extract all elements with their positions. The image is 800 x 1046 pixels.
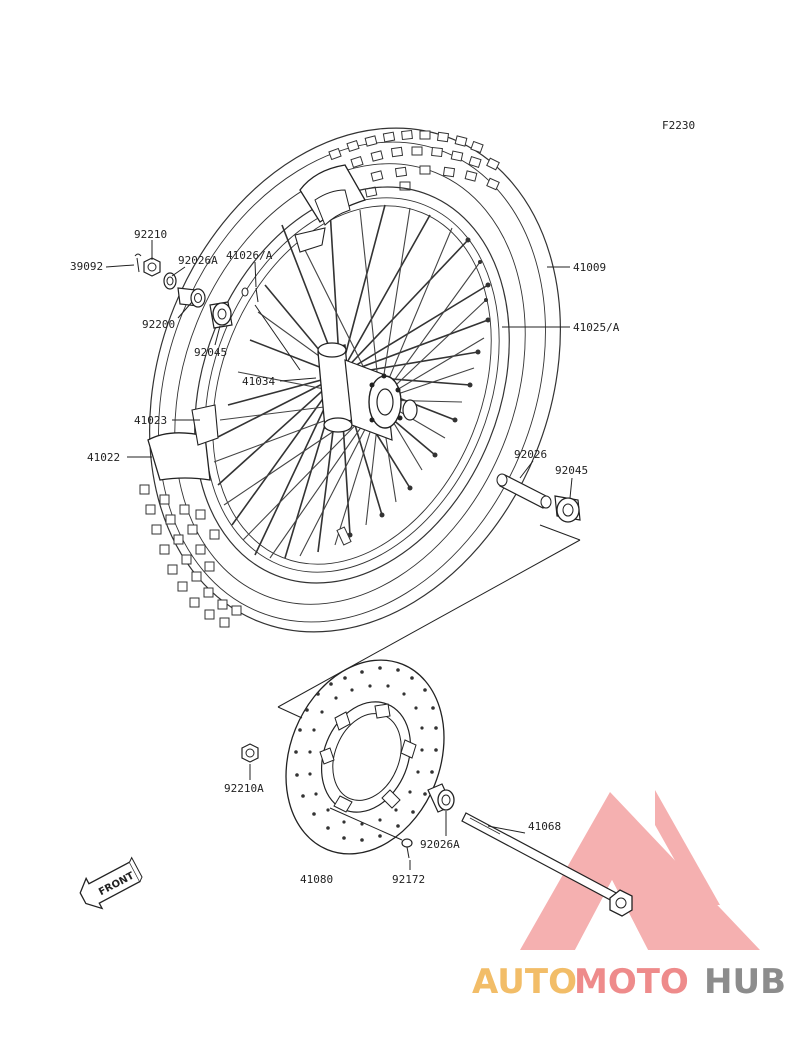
watermark-moto: MOTO: [574, 962, 689, 1002]
label-41080: 41080: [300, 873, 333, 886]
label-41026a: 41026/A: [226, 249, 273, 262]
rim-lock-top: [294, 164, 366, 253]
label-92045-right: 92045: [555, 464, 588, 477]
front-rim: [194, 186, 510, 584]
cotter-pin-39092: [134, 253, 142, 273]
label-92026: 92026: [514, 448, 547, 461]
label-41023: 41023: [134, 414, 167, 427]
collar-92200: [177, 287, 206, 308]
oil-seal-92045-top: [209, 301, 233, 329]
label-92210a: 92210A: [224, 782, 264, 795]
nut-92210a: [241, 743, 259, 763]
rim-lock-bottom: [147, 404, 219, 481]
label-92172: 92172: [392, 873, 425, 886]
spoke-nipple-41026a: [241, 287, 301, 371]
collar-92026: [496, 473, 552, 509]
watermark-logo: [520, 790, 760, 950]
label-39092: 39092: [70, 260, 103, 273]
label-92026a-bottom: 92026A: [420, 838, 460, 851]
leader-lines: [105, 240, 573, 870]
label-92026a-top: 92026A: [178, 254, 218, 267]
brake-disc-41080: [285, 659, 445, 855]
watermark-hub: HUB: [704, 962, 786, 1002]
axle-nut-92210: [143, 257, 161, 277]
oil-seal-92045-right: [554, 495, 581, 523]
front-direction-arrow: FRONT: [79, 856, 143, 910]
collar-92026a-top: [163, 272, 177, 290]
disc-drill-holes: [294, 666, 438, 842]
label-92210: 92210: [134, 228, 167, 241]
label-92200: 92200: [142, 318, 175, 331]
tire-tread-bottom: [139, 484, 242, 628]
part-labels: F2230 39092 92210 92026A 41026/A 92200 9…: [70, 119, 695, 886]
wheel-hub: [317, 342, 418, 441]
watermark-auto: AUTO: [472, 962, 577, 1002]
label-41034: 41034: [242, 375, 275, 388]
label-41068: 41068: [528, 820, 561, 833]
label-41009: 41009: [573, 261, 606, 274]
label-92045-top: 92045: [194, 346, 227, 359]
disc-carrier-slots: [319, 703, 417, 813]
label-41022: 41022: [87, 451, 120, 464]
figure-code: F2230: [662, 119, 695, 132]
collar-92026a-bottom: [427, 783, 455, 813]
assembly-bracket-lines: [277, 524, 581, 719]
axle-41068: [461, 812, 633, 917]
bolt-92172: [401, 838, 413, 859]
label-41025a: 41025/A: [573, 321, 620, 334]
watermark-text: AUTO MOTO HUB: [472, 962, 786, 1002]
